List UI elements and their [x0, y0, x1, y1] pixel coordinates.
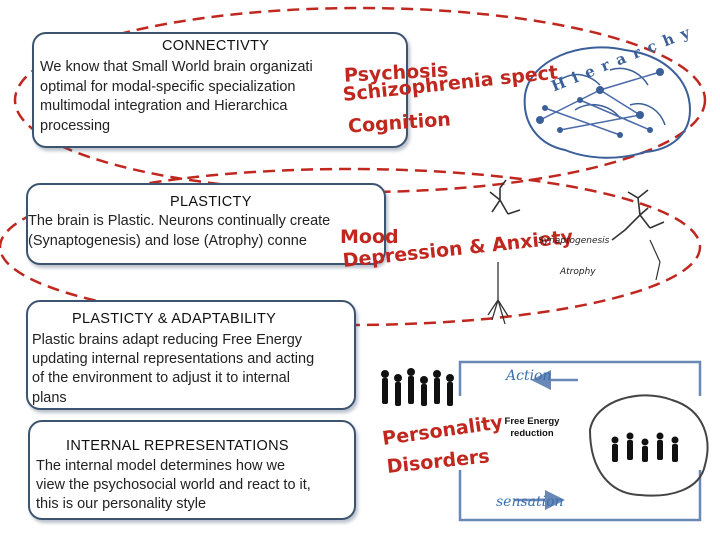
connectivity-line-3: multimodal integration and Hierarchica — [40, 98, 288, 114]
synaptogenesis-label: Synaptogenesis — [538, 236, 610, 246]
adaptability-line-4: plans — [32, 390, 67, 406]
connectivity-box — [32, 32, 408, 148]
plasticity-title: PLASTICTY — [170, 194, 252, 210]
adaptability-box — [26, 300, 356, 410]
atrophy-label: Atrophy — [560, 267, 596, 277]
internal-title: INTERNAL REPRESENTATIONS — [66, 438, 289, 454]
brain-network-drawing — [523, 46, 692, 159]
connectivity-line-1: We know that Small World brain organizat… — [40, 59, 313, 75]
free-energy-label: Free Energy reduction — [504, 416, 560, 439]
plasticity-box — [26, 183, 386, 265]
adaptability-title: PLASTICTY & ADAPTABILITY — [72, 311, 277, 327]
connectivity-line-2: optimal for modal-specific specializatio… — [40, 79, 296, 95]
neuron-drawings — [487, 179, 665, 325]
plasticity-line-2: (Synaptogenesis) and lose (Atrophy) conn… — [28, 233, 307, 249]
adaptability-line-3: of the environment to adjust it to inter… — [32, 370, 290, 386]
people-silhouettes-left — [381, 368, 454, 406]
connectivity-title: CONNECTIVTY — [162, 38, 270, 54]
adaptability-line-2: updating internal representations and ac… — [32, 351, 315, 367]
internal-line-2: view the psychosocial world and react to… — [36, 477, 311, 493]
connectivity-line-4: processing — [40, 118, 111, 134]
cycle-arrows — [458, 360, 702, 522]
mood-label: Mood — [340, 226, 399, 248]
adaptability-line-1: Plastic brains adapt reducing Free Energ… — [32, 332, 303, 348]
plasticity-line-1: The brain is Plastic. Neurons continuall… — [28, 213, 331, 229]
action-label: Action — [506, 368, 552, 384]
brain-with-people-drawing — [588, 394, 709, 497]
sensation-label: sensation — [496, 494, 564, 510]
internal-line-1: The internal model determines how we — [36, 458, 286, 474]
internal-line-3: this is our personality style — [36, 496, 207, 512]
internal-box — [28, 420, 356, 520]
